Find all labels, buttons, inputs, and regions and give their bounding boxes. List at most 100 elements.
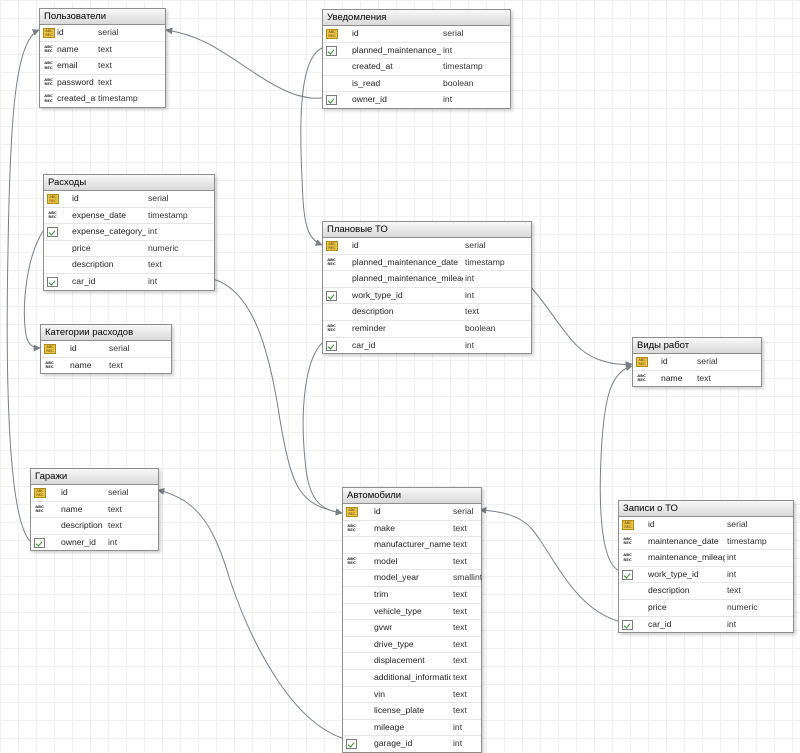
field-type: int xyxy=(727,552,737,563)
field-type: text xyxy=(453,522,467,533)
field-name: id xyxy=(648,519,655,529)
field-name: garage_id xyxy=(374,738,413,749)
table-title[interactable]: Уведомления xyxy=(323,10,510,26)
table-title[interactable]: Плановые ТО xyxy=(323,222,531,238)
field-name: description xyxy=(352,306,394,317)
field-type: int xyxy=(465,273,475,284)
foreign-key-icon xyxy=(34,537,45,548)
fk-link-garages-owner_id-to-users[interactable] xyxy=(6,29,40,542)
fk-link-planned-car_id-to-cars[interactable] xyxy=(302,342,343,516)
field-type: boolean xyxy=(443,77,474,88)
fk-link-records-car_id-to-cars[interactable] xyxy=(479,506,619,622)
table-title[interactable]: Виды работ xyxy=(633,338,761,354)
field-name: trim xyxy=(374,588,389,599)
fk-link-planned-work_type_id-to-worktypes[interactable] xyxy=(529,285,633,369)
table-title[interactable]: Записи о ТО xyxy=(619,501,793,517)
field-name: license_plate xyxy=(374,705,425,716)
field-name: id xyxy=(352,240,359,250)
field-type: text xyxy=(453,671,467,682)
field-name: maintenance_date xyxy=(648,535,719,546)
fk-link-notifications-planned_maintenance_id-to-planned[interactable] xyxy=(300,47,323,246)
table-title[interactable]: Категории расходов xyxy=(41,325,171,341)
table-title[interactable]: Пользователи xyxy=(40,9,165,25)
fk-link-notifications-owner_id-to-users[interactable] xyxy=(165,27,323,99)
table-title[interactable]: Автомобили xyxy=(343,488,481,504)
table-title[interactable]: Расходы xyxy=(44,175,214,191)
field-type: text xyxy=(453,638,467,649)
field-row[interactable]: license_plate text xyxy=(343,703,481,720)
field-type: text xyxy=(453,705,467,716)
fk-link-cars-garage_id-to-garages[interactable] xyxy=(157,488,343,739)
field-type: text xyxy=(453,605,467,616)
foreign-key-icon xyxy=(326,95,337,106)
field-name: model xyxy=(374,555,398,566)
field-name: created_at xyxy=(352,61,393,72)
field-name: password xyxy=(57,76,94,87)
table-title[interactable]: Гаражи xyxy=(31,469,158,485)
field-name: maintenance_mileage xyxy=(648,552,725,563)
